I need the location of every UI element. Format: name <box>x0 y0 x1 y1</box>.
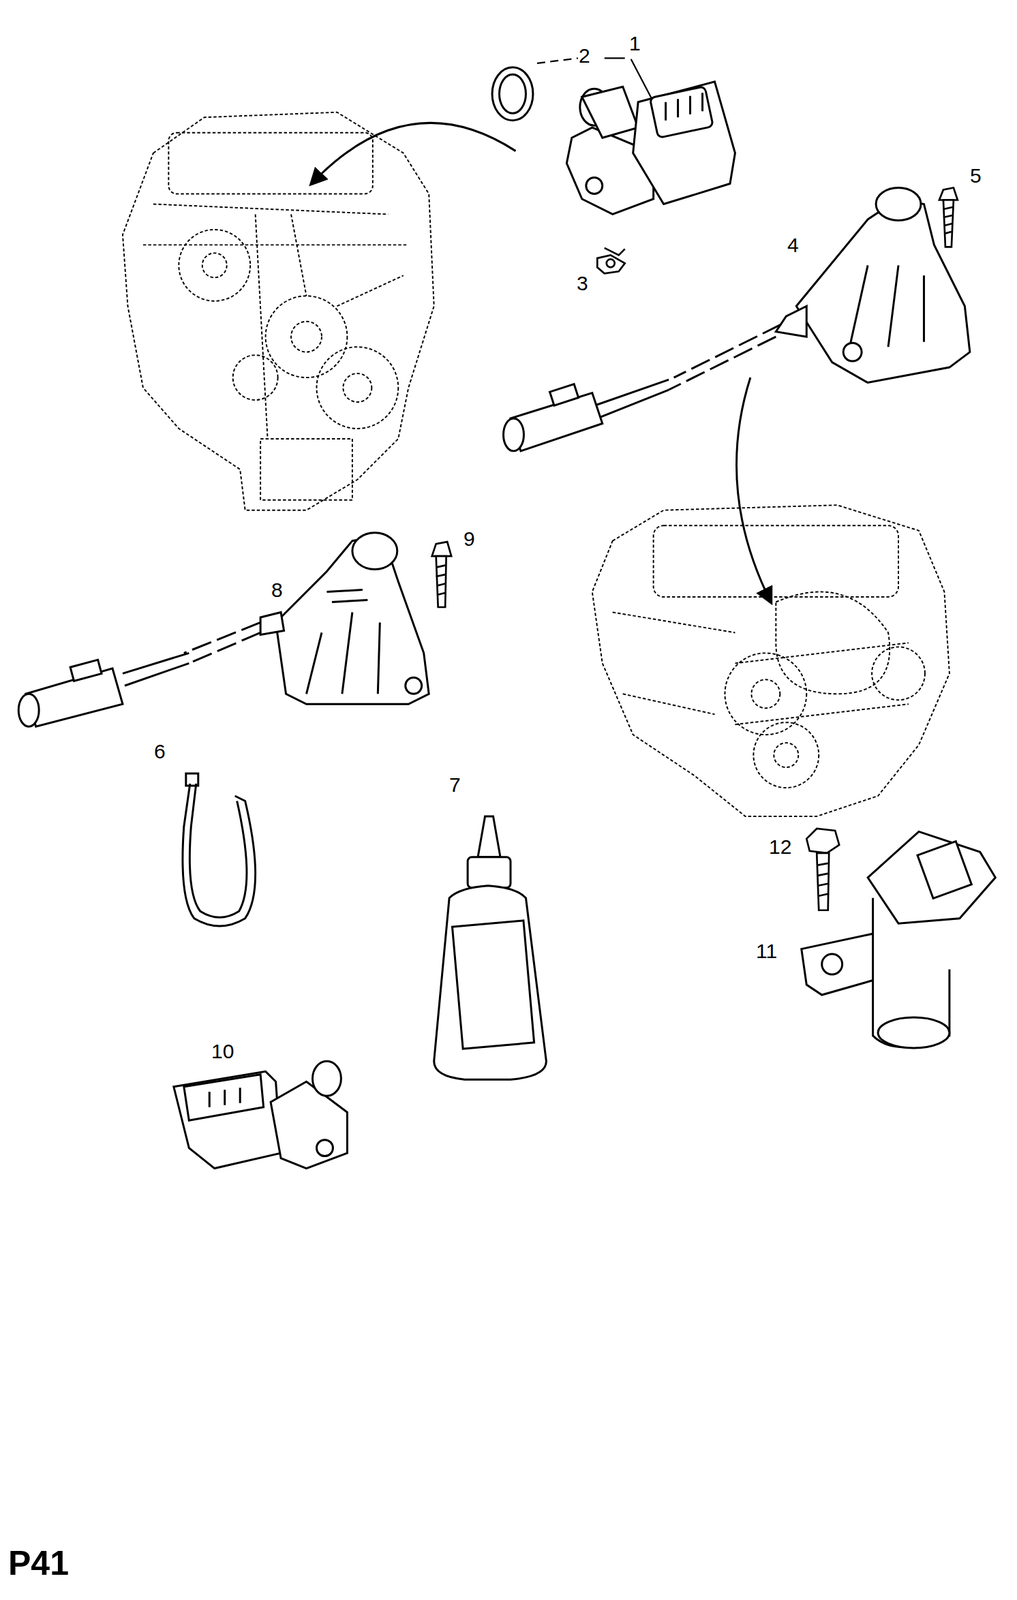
sensor-figure <box>566 81 735 215</box>
engine-figure <box>592 505 950 817</box>
sensor-figure <box>260 533 429 705</box>
sensor-figure <box>775 188 970 384</box>
callout-number: 6 <box>154 741 166 763</box>
leader-line <box>537 57 579 63</box>
callout-number: 9 <box>463 528 476 550</box>
callout-number: 7 <box>449 775 461 796</box>
adhesive-bottle <box>434 816 547 1080</box>
location-arrow <box>736 377 771 602</box>
engine-figure <box>122 112 435 511</box>
callout-number: 12 <box>768 837 792 858</box>
bolt-figure <box>432 541 452 608</box>
callout-number: 8 <box>271 580 283 601</box>
callout-number: 4 <box>787 235 799 256</box>
cable-tie <box>182 773 256 927</box>
sensor-figure <box>801 831 996 1048</box>
wire-lead <box>668 324 782 390</box>
callout-number: 10 <box>211 1041 234 1062</box>
callout-number: 5 <box>969 165 982 187</box>
callout-number: 3 <box>576 273 589 294</box>
seal-ring <box>492 67 534 121</box>
sensor-figure <box>173 1061 348 1169</box>
screw-figure <box>597 248 625 274</box>
location-arrow <box>311 122 516 184</box>
callout-number: 11 <box>755 941 778 962</box>
wire-lead <box>184 622 261 664</box>
callout-number: 1 <box>629 33 641 54</box>
page-code: P41 <box>8 1546 69 1581</box>
callout-number: 2 <box>578 45 591 67</box>
bolt-figure <box>939 188 958 248</box>
connector-plug <box>503 379 670 452</box>
connector-plug <box>18 653 189 727</box>
bolt-figure <box>806 828 840 911</box>
